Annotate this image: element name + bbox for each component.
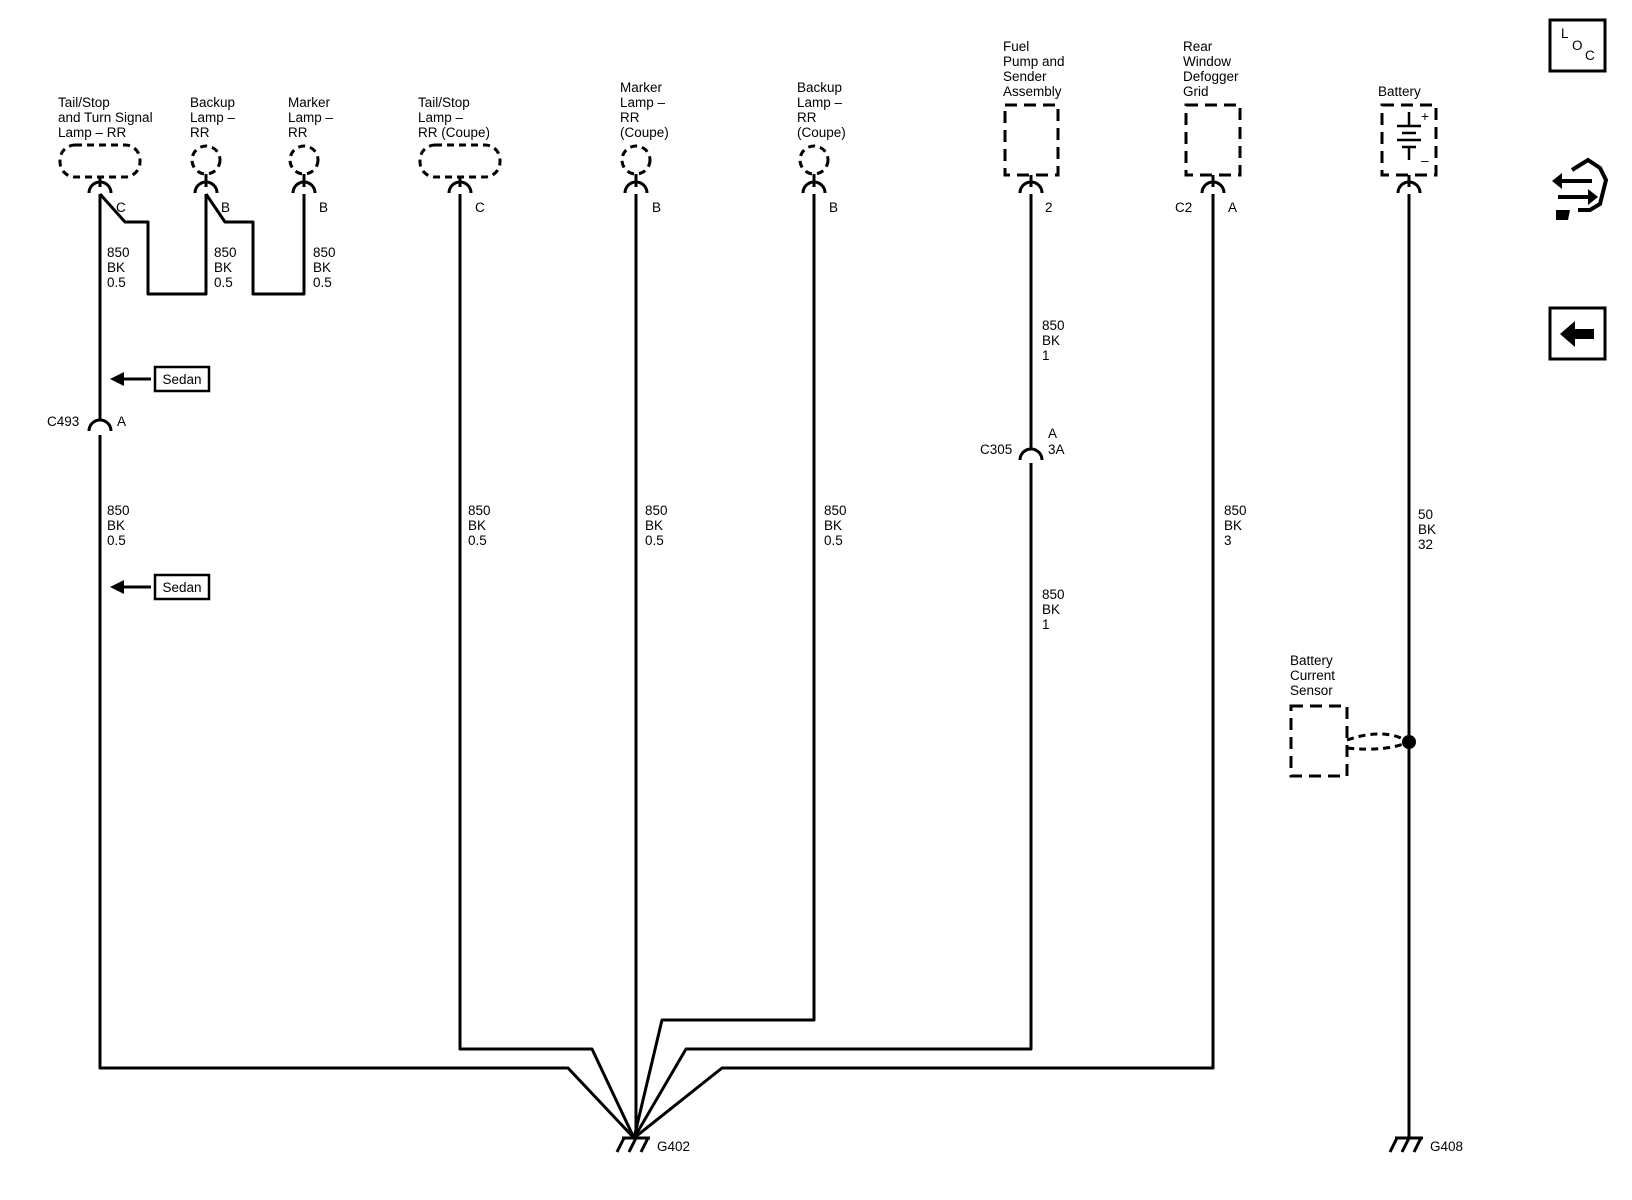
wire-defogger	[633, 194, 1215, 1140]
wire-label-9: 850 BK 1	[1042, 587, 1068, 632]
back-arrow-icon	[1560, 321, 1594, 347]
arrow-left-icon	[110, 372, 124, 386]
locator-button[interactable]: L O C	[1548, 18, 1607, 73]
wire-jumper-2	[204, 193, 306, 296]
wire-label-11: 50 BK 32	[1418, 507, 1440, 552]
terminal-tailstop-rr-coupe	[447, 177, 473, 194]
sedan-option-2-label: Sedan	[162, 580, 201, 595]
wire-label-10: 850 BK 3	[1224, 503, 1250, 548]
tailstop-rr-label: Tail/Stop and Turn Signal Lamp – RR	[58, 95, 156, 140]
wire-fuel-lower	[632, 470, 1033, 1139]
pin-marker-rr-coupe: B	[652, 200, 661, 215]
defogger-connector: C2	[1175, 200, 1192, 215]
terminal-marker-rr-coupe	[623, 174, 649, 194]
backup-rr-lamp	[190, 144, 222, 176]
tailstop-rr-coupe-lamp	[418, 143, 502, 179]
wire-label-3: 850 BK 0.5	[313, 245, 339, 290]
tailstop-rr-coupe-label: Tail/Stop Lamp – RR (Coupe)	[418, 95, 490, 140]
pin-defogger: A	[1228, 200, 1237, 215]
terminal-defogger	[1200, 175, 1226, 194]
wire-label-5: 850 BK 0.5	[468, 503, 494, 548]
battery-plus: +	[1421, 109, 1429, 124]
ground-g408-icon	[1388, 1136, 1423, 1153]
terminal-battery	[1396, 175, 1422, 194]
tailstop-rr-lamp	[58, 143, 142, 179]
back-button[interactable]	[1548, 306, 1607, 361]
sensor-link	[1346, 732, 1413, 751]
defogger-grid	[1184, 103, 1242, 177]
wire-label-8: 850 BK 1	[1042, 318, 1068, 363]
ground-g408-label: G408	[1430, 1139, 1463, 1154]
wire-tailstop-coupe	[458, 194, 636, 1139]
wire-label-4: 850 BK 0.5	[107, 503, 133, 548]
wire-label-6: 850 BK 0.5	[645, 503, 671, 548]
sedan-option-2[interactable]: Sedan	[110, 573, 211, 601]
wire-label-1: 850 BK 0.5	[107, 245, 133, 290]
backup-rr-coupe-label: Backup Lamp – RR (Coupe)	[797, 80, 846, 140]
pin-marker-rr: B	[319, 200, 328, 215]
c493-label: C493	[47, 414, 79, 429]
terminal-fuel-pump	[1018, 175, 1044, 194]
c305-label: C305	[980, 442, 1012, 457]
current-sensor-box	[1289, 704, 1349, 778]
sedan-option-1-label: Sedan	[162, 372, 201, 387]
c305-pin-a: A	[1048, 426, 1057, 441]
arrow-left-icon	[110, 580, 124, 594]
ground-g402-icon	[615, 1136, 650, 1153]
wire-jumper-1	[98, 193, 208, 296]
battery-cell-icon	[1397, 112, 1421, 160]
terminal-backup-rr-coupe	[801, 174, 827, 194]
defogger-label: Rear Window Defogger Grid	[1183, 39, 1242, 99]
splice-dot	[1402, 735, 1416, 749]
current-sensor-label: Battery Current Sensor	[1290, 653, 1339, 698]
fuel-pump-label: Fuel Pump and Sender Assembly	[1003, 39, 1068, 99]
backup-rr-label: Backup Lamp – RR	[190, 95, 239, 140]
marker-rr-label: Marker Lamp – RR	[288, 95, 337, 140]
backup-rr-coupe-lamp	[798, 144, 830, 176]
ground-g402-label: G402	[657, 1139, 690, 1154]
pin-backup-rr: B	[221, 200, 230, 215]
wire-label-7: 850 BK 0.5	[824, 503, 850, 548]
marker-rr-coupe-label: Marker Lamp – RR (Coupe)	[620, 80, 669, 140]
wire-tailstop-lower	[98, 440, 636, 1140]
fuel-pump-module	[1003, 103, 1060, 177]
connector-view-icon[interactable]	[1548, 155, 1609, 225]
terminal-tailstop-rr	[87, 177, 113, 194]
battery-minus: –	[1421, 153, 1429, 168]
locator-c: C	[1585, 48, 1595, 63]
battery-box	[1380, 103, 1438, 177]
marker-rr-lamp	[288, 144, 320, 176]
pin-tailstop-rr-coupe: C	[475, 200, 485, 215]
c493-pin: A	[117, 414, 126, 429]
marker-rr-coupe-lamp	[620, 144, 652, 176]
locator-l: L	[1561, 26, 1569, 41]
pin-backup-rr-coupe: B	[829, 200, 838, 215]
terminal-marker-rr	[291, 174, 317, 194]
c305-pin-3a: 3A	[1048, 442, 1065, 457]
pin-fuel-pump: 2	[1045, 200, 1053, 215]
sedan-option-1[interactable]: Sedan	[110, 365, 211, 393]
battery-label: Battery	[1378, 84, 1421, 99]
terminal-backup-rr	[193, 174, 219, 194]
pin-tailstop-rr: C	[116, 200, 126, 215]
wire-label-2: 850 BK 0.5	[214, 245, 240, 290]
locator-o: O	[1572, 38, 1583, 53]
wire-backup-coupe	[632, 194, 816, 1139]
